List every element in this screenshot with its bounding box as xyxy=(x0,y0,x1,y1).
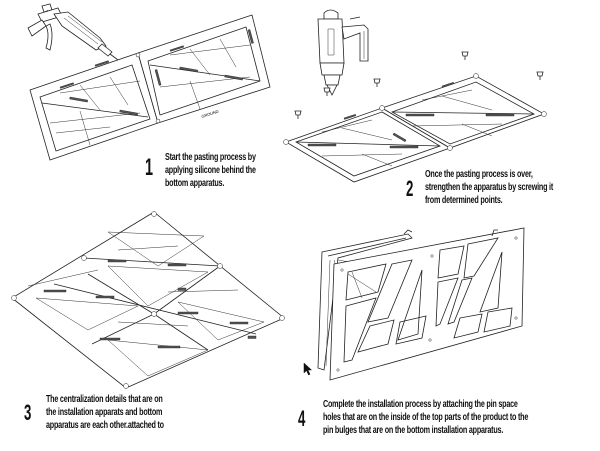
step-3-panels-illustration xyxy=(11,211,285,389)
step-1-text-line: Start the pasting process by xyxy=(165,152,256,163)
svg-text:GROUND: GROUND xyxy=(201,109,220,119)
silicone-gun-icon xyxy=(27,3,119,61)
step-4-text-line: pin bulges that are on the bottom instal… xyxy=(323,425,504,436)
step-2-text-line: Once the pasting process is over, xyxy=(425,169,533,180)
step-1-text-line: bottom apparatus. xyxy=(165,178,225,189)
step-4-panel: 4 Complete the installation process by a… xyxy=(290,210,600,451)
screw-icon xyxy=(461,51,469,60)
step-3-text-line: the installation apparats and bottom xyxy=(46,407,163,418)
screw-icon xyxy=(373,78,381,87)
step-4-number: 4 xyxy=(298,406,305,431)
drill-icon xyxy=(317,9,369,96)
step-3-text-line: The centralization details that are on xyxy=(46,394,163,405)
step-2-panel: 2 Once the pasting process is over, stre… xyxy=(280,0,600,210)
step-2-text-line: from determined points. xyxy=(425,195,503,206)
step-4-text-line: Complete the installation process by att… xyxy=(323,399,518,410)
step-1-text: Start the pasting process by applying si… xyxy=(165,151,256,190)
step-3-text: The centralization details that are on t… xyxy=(46,393,164,432)
panel-left xyxy=(29,52,159,161)
step-2-text: Once the pasting process is over, streng… xyxy=(425,168,553,207)
step-2-number: 2 xyxy=(406,176,413,201)
screw-icon xyxy=(536,71,544,80)
step-1-number: 1 xyxy=(145,154,153,181)
mouse-cursor-icon xyxy=(303,362,313,376)
step-3-text-line: apparatus are each other.attached to xyxy=(46,420,164,431)
step-4-illustration xyxy=(317,227,525,381)
step-4-text: Complete the installation process by att… xyxy=(323,398,528,437)
screw-icon xyxy=(294,110,302,119)
step-2-text-line: strengthen the apparatus by screwing it xyxy=(425,182,554,193)
panel-right: GROUND xyxy=(137,14,271,124)
step-3-panel: 3 The centralization details that are on… xyxy=(0,200,300,451)
step-4-text-line: holes that are on the inside of the top … xyxy=(323,412,529,423)
step-1-panels-illustration: GROUND xyxy=(29,14,271,161)
step-1-text-line: applying silicone behind the xyxy=(165,165,256,176)
step-2-panels-illustration xyxy=(283,73,547,183)
step-1-panel: GROUND 1 Start the pasting process by ap… xyxy=(0,0,300,200)
screw-icon xyxy=(323,87,331,96)
step-3-number: 3 xyxy=(24,400,31,425)
